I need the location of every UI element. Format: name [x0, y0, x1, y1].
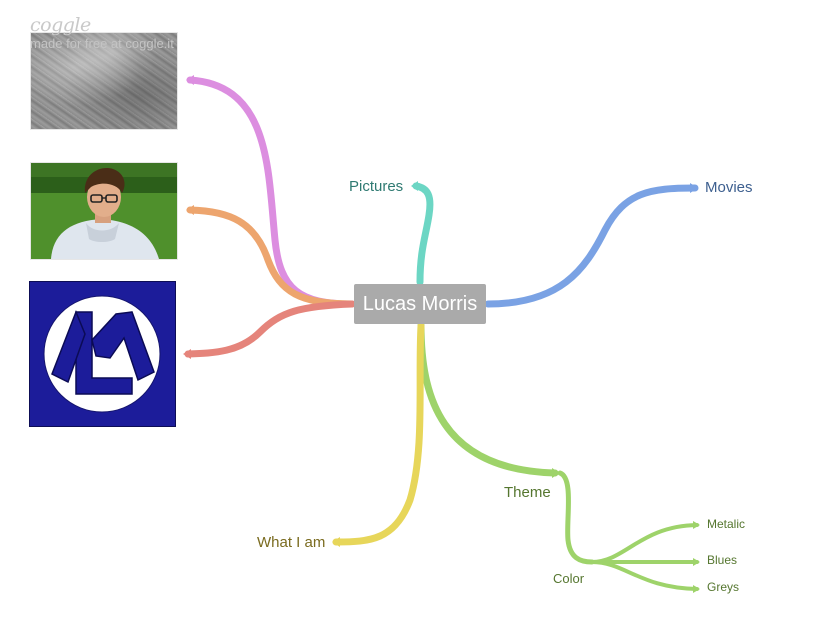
branch-theme[interactable]: [417, 321, 559, 477]
branch-end-markers: [183, 75, 700, 593]
coggle-tagline: made for free at coggle.it: [30, 36, 174, 51]
branch-movies[interactable]: [484, 184, 699, 308]
node-blues[interactable]: Blues: [707, 553, 738, 567]
branch-image-logo[interactable]: [184, 300, 356, 358]
node-color[interactable]: Color: [553, 571, 585, 586]
node-pictures[interactable]: Pictures: [349, 178, 404, 195]
central-node-label: Lucas Morris: [362, 292, 478, 315]
branch-color[interactable]: [557, 470, 595, 565]
image-lm-logo[interactable]: [29, 281, 176, 427]
node-theme[interactable]: Theme: [504, 484, 551, 501]
branch-greys[interactable]: [590, 560, 699, 591]
image-frosted-glass[interactable]: [30, 32, 178, 130]
branch-what-i-am[interactable]: [332, 322, 425, 546]
coggle-watermark: coggle made for free at coggle.it: [30, 14, 174, 52]
node-metalic[interactable]: Metalic: [707, 517, 746, 531]
branch-pictures[interactable]: [412, 182, 434, 286]
branch-metalic[interactable]: [590, 523, 699, 564]
image-portrait-photo[interactable]: [30, 162, 178, 260]
central-node[interactable]: Lucas Morris: [354, 284, 486, 324]
node-greys[interactable]: Greys: [707, 580, 740, 594]
coggle-logo: coggle: [30, 14, 91, 36]
node-movies[interactable]: Movies: [705, 179, 753, 196]
node-what-i-am[interactable]: What I am: [257, 534, 326, 551]
branch-image-photo[interactable]: [186, 206, 356, 308]
